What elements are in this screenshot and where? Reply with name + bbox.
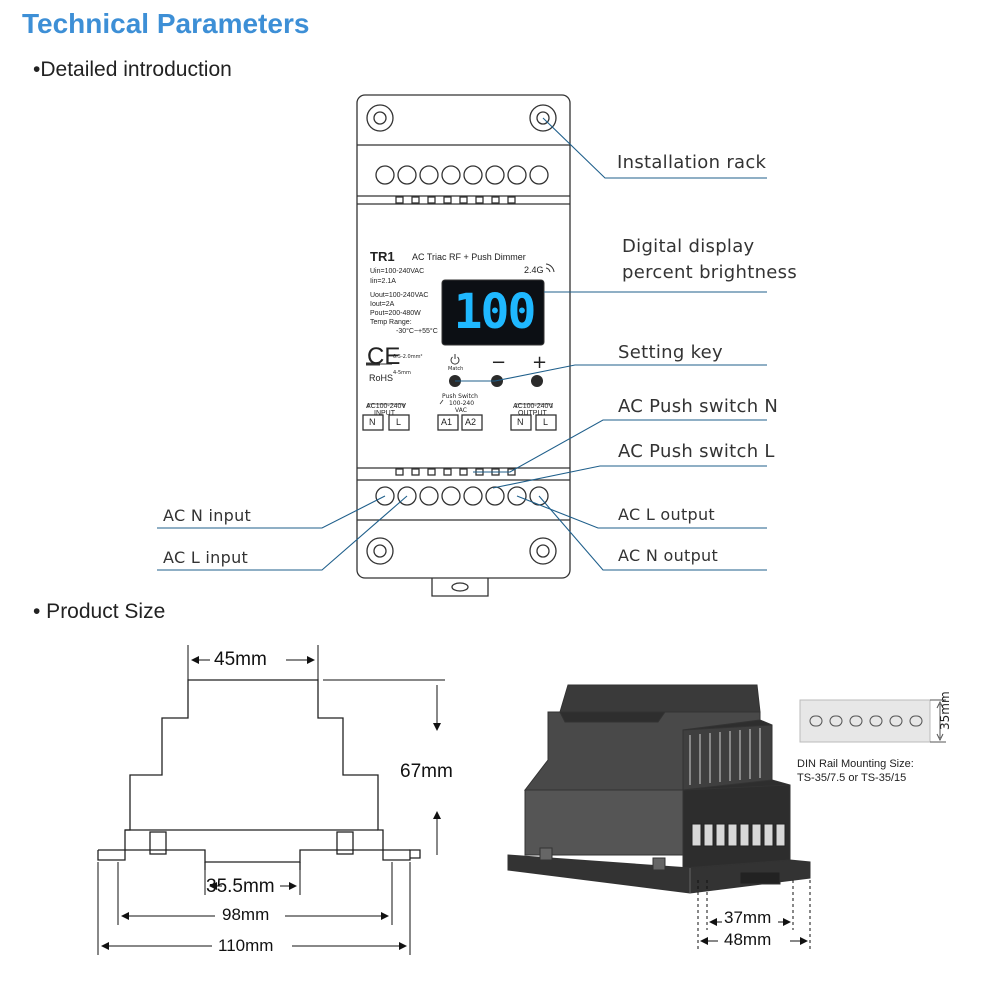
iso-terminals: [691, 823, 786, 847]
match-label: Match: [448, 366, 464, 372]
terminal-in-n: N: [369, 417, 376, 427]
spec-iout: Iout=2A: [370, 301, 395, 308]
mounting-hole-tl: [366, 104, 394, 132]
side-view: [97, 679, 421, 870]
output-label: AC100-240V: [513, 403, 554, 410]
terminal-out-n: N: [517, 417, 524, 427]
mounting-hole-br: [529, 537, 557, 565]
input-label-2: INPUT: [374, 410, 395, 417]
push-switch-voltage: 100-240: [449, 400, 475, 407]
device-description: AC Triac RF + Push Dimmer: [412, 252, 526, 262]
callout-push-switch-l: AC Push switch L: [618, 441, 775, 462]
section-detailed-intro: •Detailed introduction: [33, 58, 232, 81]
wire-strip: 4-5mm: [393, 370, 411, 376]
rf-label: 2.4G: [524, 265, 544, 275]
callout-digital-display: Digital display: [622, 236, 755, 257]
terminal-out-l: L: [543, 417, 549, 427]
spec-pout: Pout=200-480W: [370, 310, 421, 317]
iso-fins: [689, 728, 761, 785]
terminal-in-l: L: [396, 417, 402, 427]
dimension-lines: [97, 645, 445, 955]
bottom-terminal-screws: [375, 486, 549, 506]
spec-temp-label: Temp Range:: [370, 319, 412, 326]
ce-mark: CE: [367, 343, 401, 370]
dimension-37mm: 37mm: [724, 908, 772, 927]
wire-gauge: 0.5-2.0mm²: [393, 354, 423, 360]
plus-key-label[interactable]: +: [532, 352, 548, 373]
top-terminal-slots: [395, 196, 516, 204]
callout-ac-n-input: AC N input: [163, 506, 252, 525]
mounting-hole-tr: [529, 104, 557, 132]
minus-key-label[interactable]: −: [491, 352, 507, 373]
dimension-110mm: 110mm: [218, 936, 274, 955]
mounting-hole-bl: [366, 537, 394, 565]
din-rail: [799, 699, 946, 743]
callout-setting-key: Setting key: [618, 342, 723, 363]
callout-percent-brightness: percent brightness: [622, 262, 798, 283]
terminal-a2: A2: [465, 417, 477, 427]
iso-view: [507, 684, 811, 894]
callout-installation-rack: Installation rack: [617, 152, 767, 173]
dimension-48mm: 48mm: [724, 930, 772, 949]
callout-push-switch-n: AC Push switch N: [618, 396, 779, 417]
din-rail-size: TS-35/7.5 or TS-35/15: [797, 772, 907, 784]
dimension-35-5mm: 35.5mm: [206, 876, 275, 897]
digital-display-panel: [441, 279, 545, 346]
callout-ac-l-input: AC L input: [163, 548, 249, 567]
section-product-size: • Product Size: [33, 600, 166, 623]
output-label-2: OUTPUT: [518, 410, 547, 417]
spec-uin: Uin=100-240VAC: [370, 268, 425, 275]
input-label: AC100-240V: [366, 403, 407, 410]
page-title: Technical Parameters: [22, 8, 310, 39]
dimension-45mm: 45mm: [214, 649, 267, 670]
spec-temp-range: -30°C~+55°C: [396, 328, 438, 335]
dimension-98mm: 98mm: [222, 905, 270, 924]
top-terminal-screws: [375, 165, 549, 185]
push-switch-vac: VAC: [455, 407, 467, 414]
iso-dimension-lines: [697, 880, 811, 950]
device-model: TR1: [370, 249, 395, 264]
rohs-mark: RoHS: [369, 373, 394, 383]
digital-display-value: 100: [453, 284, 537, 340]
wireless-icon: [545, 263, 555, 273]
terminal-a1: A1: [441, 417, 453, 427]
callout-ac-n-output: AC N output: [618, 546, 719, 565]
din-rail-label: DIN Rail Mounting Size:: [797, 758, 914, 770]
spec-iin: Iin=2.1A: [370, 278, 396, 285]
dimension-35mm: 35mm: [938, 691, 952, 730]
power-icon: [450, 354, 460, 365]
spec-uout: Uout=100-240VAC: [370, 292, 429, 299]
leader-lines: [157, 117, 767, 571]
push-switch-label: Push Switch: [442, 393, 478, 400]
dimension-67mm: 67mm: [400, 761, 453, 782]
callout-ac-l-output: AC L output: [618, 505, 715, 524]
